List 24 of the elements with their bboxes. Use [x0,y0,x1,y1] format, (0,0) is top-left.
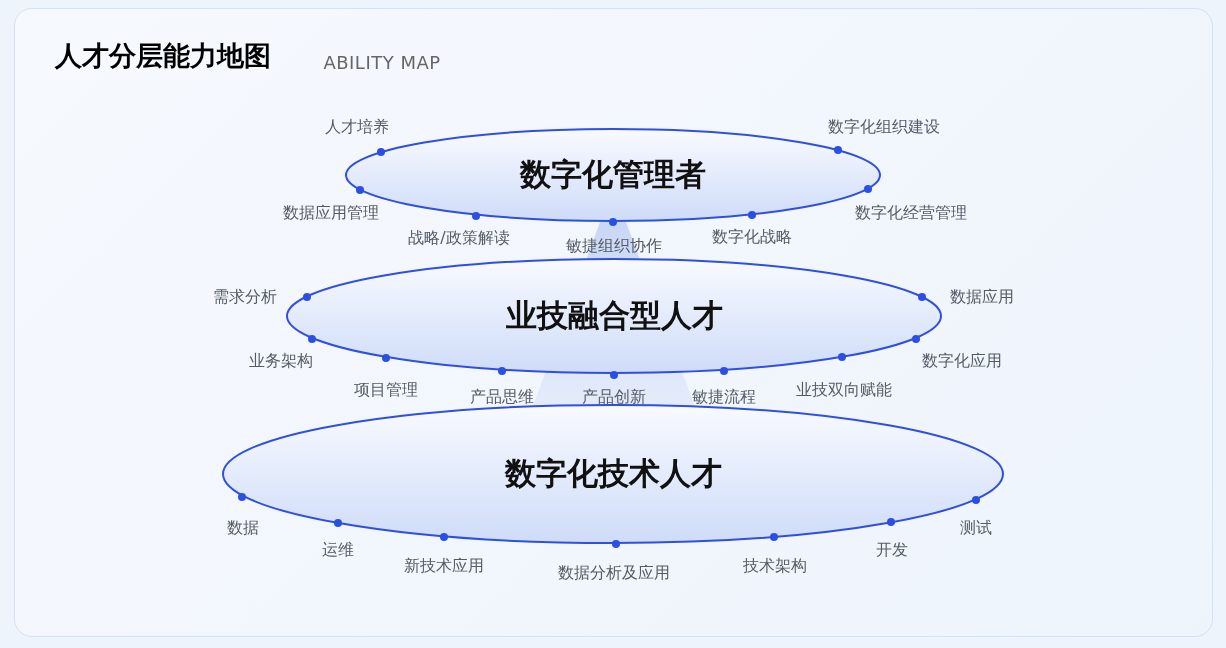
layer-title: 业技融合型人才 [505,296,723,335]
layer-title: 数字化技术人才 [504,454,722,493]
ability-label: 业技双向赋能 [796,382,892,398]
ability-label: 数据 [227,520,259,536]
ability-label: 产品创新 [582,389,646,405]
ability-label: 敏捷流程 [692,389,756,405]
title: 人才分层能力地图 [55,42,271,69]
ability-label: 产品思维 [470,389,534,405]
ability-label: 数据分析及应用 [558,565,670,581]
ability-label: 开发 [876,542,908,558]
ability-label: 测试 [960,520,992,536]
ability-label: 数字化组织建设 [828,119,940,135]
ability-label: 项目管理 [354,382,418,398]
ability-label: 运维 [322,542,354,558]
ability-label: 数字化经营管理 [855,205,967,221]
layer-title: 数字化管理者 [520,155,706,194]
ability-label: 战略/政策解读 [408,230,510,246]
ability-label: 敏捷组织协作 [566,238,662,254]
ability-label: 人才培养 [325,119,389,135]
ability-label: 数字化应用 [922,353,1002,369]
ability-label: 数字化战略 [712,229,792,245]
ability-label: 业务架构 [249,353,313,369]
ability-label: 数据应用管理 [283,205,379,221]
subtitle: ABILITY MAP [323,54,441,72]
